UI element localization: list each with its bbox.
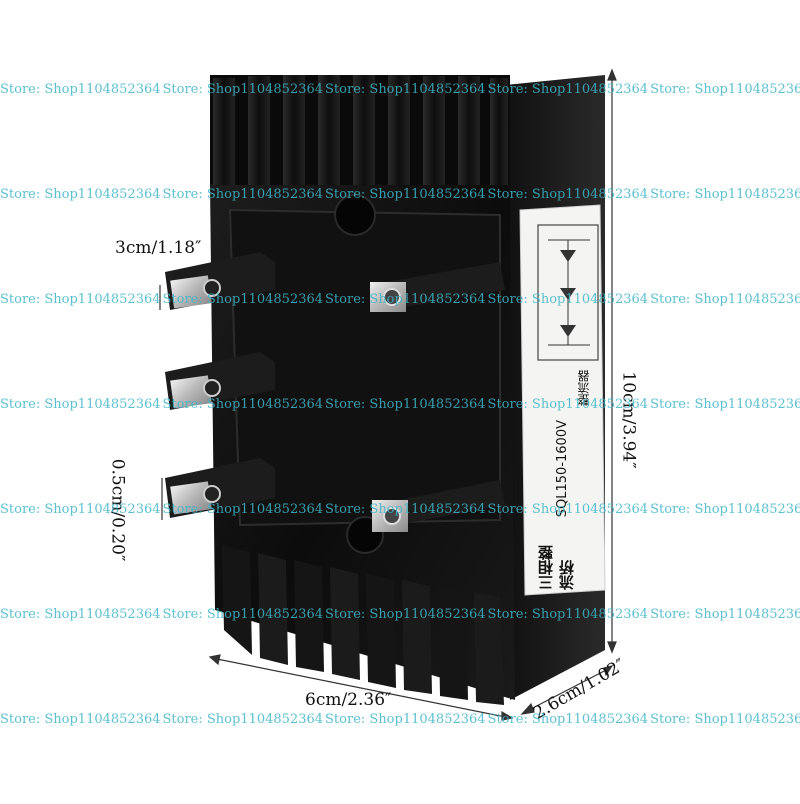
terminals-right: [370, 262, 505, 532]
terminals-left: [165, 252, 275, 518]
height-label: 10cm/3.94″: [618, 371, 639, 469]
label-title: 三相整流桥: [537, 545, 576, 590]
product-label: [519, 204, 606, 596]
label-text-block: 三相整流桥 SQL150-1600V 整流器: [535, 360, 595, 590]
top-fins: [210, 75, 510, 190]
bottom-fins: [222, 545, 504, 705]
dimension-lines: [159, 68, 617, 721]
width-label: 6cm/2.36″: [305, 690, 392, 710]
mounting-hole-top: [334, 194, 376, 236]
terminal-width-label: 3cm/1.18″: [115, 238, 202, 258]
